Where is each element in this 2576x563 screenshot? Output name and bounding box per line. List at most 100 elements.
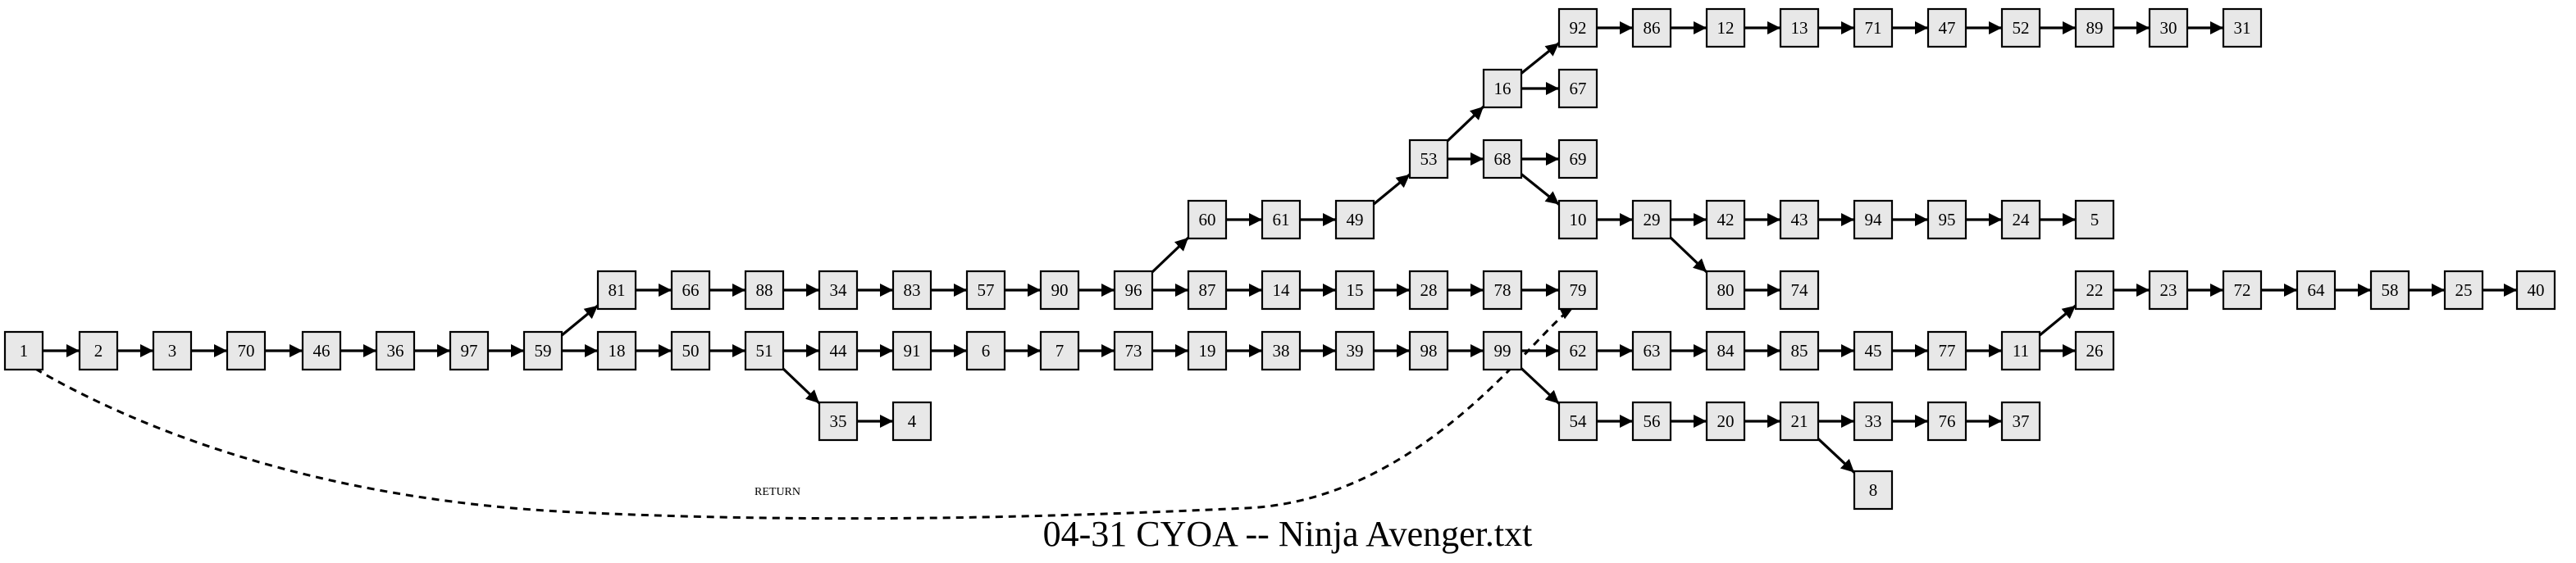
node-label: 74 xyxy=(1791,280,1809,300)
node-box xyxy=(1779,199,1820,240)
node-label: 56 xyxy=(1644,411,1661,431)
node-box xyxy=(1705,270,1746,311)
node-box xyxy=(1261,199,1302,240)
edges-layer xyxy=(43,21,2517,474)
node-19: 19 xyxy=(1187,330,1228,371)
node-1: 1 xyxy=(3,330,44,371)
node-label: 7 xyxy=(1055,341,1065,361)
node-label: 78 xyxy=(1494,280,1511,300)
node-box xyxy=(2222,7,2263,48)
node-44: 44 xyxy=(818,330,859,371)
node-label: 84 xyxy=(1717,341,1735,361)
return-edge-layer: RETURN xyxy=(34,306,1574,520)
node-label: 79 xyxy=(1570,280,1587,300)
edge-59-81 xyxy=(560,304,600,337)
node-6: 6 xyxy=(965,330,1006,371)
edge-68-10 xyxy=(1520,173,1561,206)
node-label: 28 xyxy=(1420,280,1438,300)
node-label: 86 xyxy=(1644,18,1661,38)
node-box xyxy=(1853,7,1894,48)
node-label: 95 xyxy=(1939,210,1956,229)
node-box xyxy=(2000,401,2041,442)
node-box xyxy=(1779,401,1820,442)
node-box xyxy=(891,401,932,442)
node-label: 4 xyxy=(908,411,917,431)
node-label: 54 xyxy=(1570,411,1588,431)
node-68: 68 xyxy=(1482,138,1523,179)
edge-11-22 xyxy=(2038,304,2077,337)
node-label: 81 xyxy=(609,280,626,300)
node-39: 39 xyxy=(1334,330,1375,371)
node-box xyxy=(2000,330,2041,371)
node-78: 78 xyxy=(1482,270,1523,311)
node-89: 89 xyxy=(2074,7,2115,48)
node-box xyxy=(1113,330,1154,371)
node-86: 86 xyxy=(1631,7,1672,48)
node-label: 92 xyxy=(1570,18,1587,38)
node-7: 7 xyxy=(1039,330,1080,371)
node-label: 68 xyxy=(1494,149,1511,169)
node-label: 8 xyxy=(1869,480,1878,500)
edge-96-60 xyxy=(1151,236,1190,274)
node-81: 81 xyxy=(596,270,637,311)
node-38: 38 xyxy=(1261,330,1302,371)
node-49: 49 xyxy=(1334,199,1375,240)
node-98: 98 xyxy=(1408,330,1449,371)
node-label: 10 xyxy=(1570,210,1587,229)
node-label: 53 xyxy=(1420,149,1438,169)
node-label: 52 xyxy=(2013,18,2030,38)
node-box xyxy=(1705,199,1746,240)
node-label: 2 xyxy=(94,341,103,361)
node-13: 13 xyxy=(1779,7,1820,48)
node-label: 13 xyxy=(1791,18,1808,38)
node-box xyxy=(2074,7,2115,48)
node-31: 31 xyxy=(2222,7,2263,48)
node-label: 1 xyxy=(20,341,29,361)
node-box xyxy=(670,330,711,371)
node-box xyxy=(1631,7,1672,48)
node-box xyxy=(1926,401,1967,442)
node-label: 66 xyxy=(682,280,700,300)
node-box xyxy=(2515,270,2556,311)
node-box xyxy=(1187,199,1228,240)
node-box xyxy=(818,401,859,442)
node-label: 11 xyxy=(2013,341,2029,361)
node-box xyxy=(1334,330,1375,371)
node-85: 85 xyxy=(1779,330,1820,371)
node-box xyxy=(1779,7,1820,48)
node-35: 35 xyxy=(818,401,859,442)
node-70: 70 xyxy=(226,330,267,371)
node-label: 57 xyxy=(978,280,995,300)
node-54: 54 xyxy=(1557,401,1598,442)
node-label: 85 xyxy=(1791,341,1808,361)
node-box xyxy=(1039,330,1080,371)
node-box xyxy=(1926,7,1967,48)
node-box xyxy=(152,330,193,371)
node-37: 37 xyxy=(2000,401,2041,442)
node-label: 39 xyxy=(1347,341,1364,361)
node-label: 63 xyxy=(1644,341,1661,361)
node-label: 70 xyxy=(238,341,255,361)
node-74: 74 xyxy=(1779,270,1820,311)
node-25: 25 xyxy=(2443,270,2484,311)
node-box xyxy=(965,330,1006,371)
node-label: 62 xyxy=(1570,341,1587,361)
node-label: 83 xyxy=(904,280,921,300)
node-96: 96 xyxy=(1113,270,1154,311)
node-69: 69 xyxy=(1557,138,1598,179)
node-box xyxy=(1853,199,1894,240)
node-label: 30 xyxy=(2160,18,2177,38)
node-94: 94 xyxy=(1853,199,1894,240)
node-box xyxy=(1557,199,1598,240)
node-40: 40 xyxy=(2515,270,2556,311)
node-label: 47 xyxy=(1939,18,1956,38)
node-5: 5 xyxy=(2074,199,2115,240)
node-label: 49 xyxy=(1347,210,1364,229)
node-14: 14 xyxy=(1261,270,1302,311)
node-label: 88 xyxy=(756,280,773,300)
node-box xyxy=(1187,270,1228,311)
node-24: 24 xyxy=(2000,199,2041,240)
node-label: 38 xyxy=(1273,341,1290,361)
